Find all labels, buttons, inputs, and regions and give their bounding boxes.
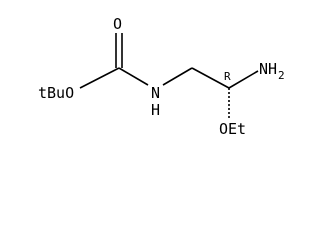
structure-diagram: O tBuO N H R NH 2 OEt bbox=[38, 15, 285, 138]
amide-hydrogen-label: H bbox=[151, 101, 160, 119]
ethoxy-label: OEt bbox=[219, 120, 246, 138]
amide-nitrogen-label: N bbox=[151, 84, 160, 102]
carbonyl-oxygen-label: O bbox=[113, 15, 122, 33]
n-ch2-bond bbox=[162, 67, 193, 86]
stereocenter-amine-bond bbox=[228, 70, 259, 89]
stereo-descriptor-label: R bbox=[224, 70, 231, 83]
amine-label: NH bbox=[259, 60, 277, 78]
ch2-stereocenter-bond bbox=[191, 67, 230, 89]
tert-butoxy-label: tBuO bbox=[38, 84, 74, 102]
amide-c-n-bond bbox=[118, 67, 149, 86]
amine-subscript-label: 2 bbox=[278, 69, 285, 82]
ester-o-bond bbox=[79, 67, 120, 89]
